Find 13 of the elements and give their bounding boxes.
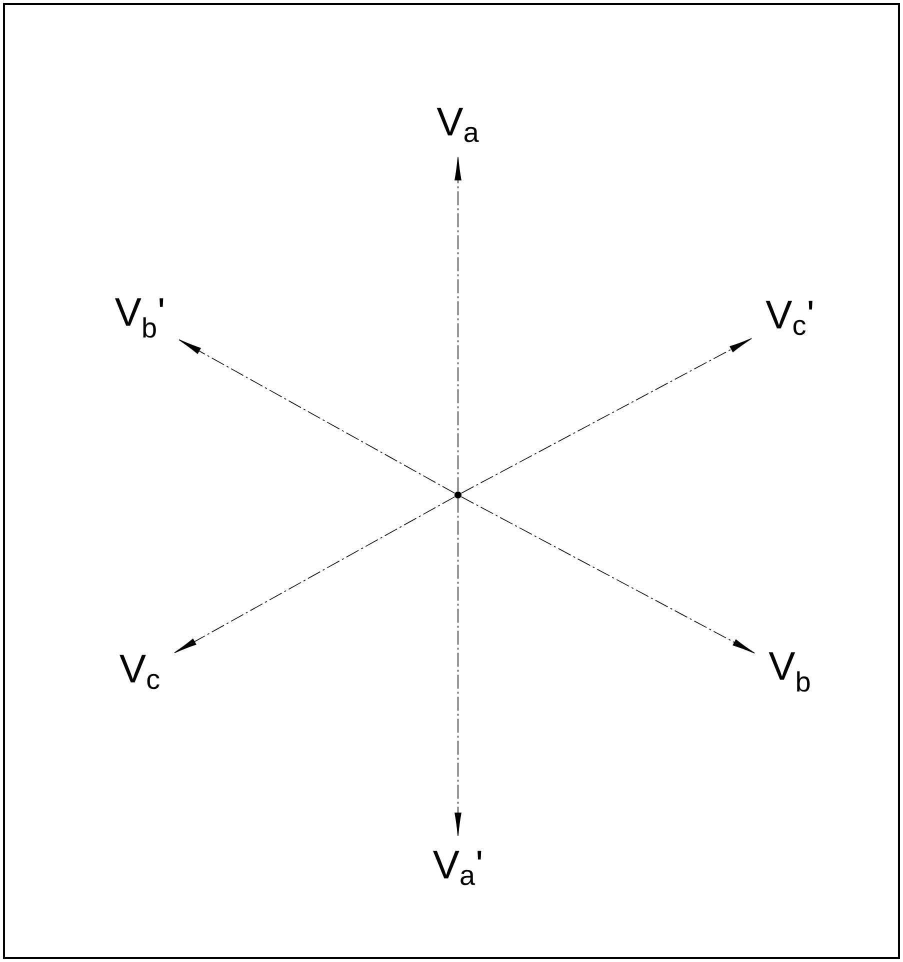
vector-label: V$_{c}$ (120, 654, 160, 690)
vector-label: V$_{b}$ (768, 652, 810, 692)
vector-label: V$_{a}$ (436, 108, 479, 142)
vector-label: V$_{c}$' (766, 300, 812, 336)
phasor-arrow (454, 498, 462, 836)
vector-label: V$_{b}$' (114, 298, 164, 338)
phasor-arrow (178, 339, 456, 494)
phasor-arrow (460, 338, 752, 494)
phasor-arrow (174, 496, 456, 654)
phasor-arrow (460, 496, 756, 654)
origin-point (454, 491, 462, 499)
vector-label: V$_{a}$' (432, 850, 482, 886)
phasor-arrow (454, 156, 462, 492)
